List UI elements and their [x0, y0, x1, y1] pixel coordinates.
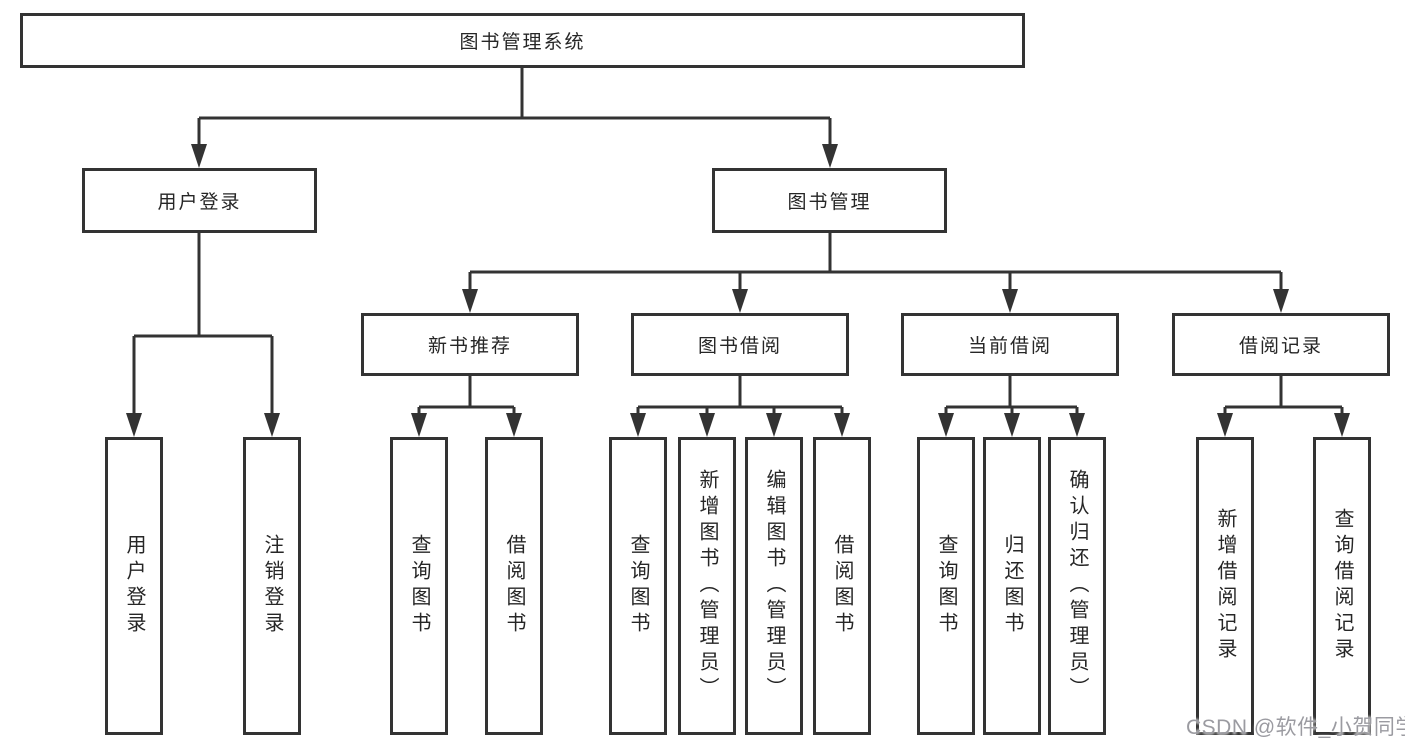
leaf-borrow-books-recommend: 借阅图书 [485, 437, 543, 735]
leaf-borrow-books-borrow-label: 借阅图书 [831, 534, 853, 638]
leaf-add-book-admin-label: 新增图书（管理员） [696, 469, 718, 703]
node-borrowing-records-label: 借阅记录 [1238, 336, 1323, 357]
leaf-query-borrow-record-label: 查询借阅记录 [1331, 508, 1353, 664]
leaf-logout: 注销登录 [243, 437, 301, 735]
node-root: 图书管理系统 [20, 13, 1025, 68]
node-current-borrowing-label: 当前借阅 [967, 336, 1052, 357]
node-current-borrowing: 当前借阅 [901, 313, 1119, 376]
leaf-query-books-borrow-label: 查询图书 [627, 534, 649, 638]
leaf-add-borrow-record-label: 新增借阅记录 [1214, 508, 1236, 664]
node-user-login: 用户登录 [82, 168, 317, 233]
leaf-query-borrow-record: 查询借阅记录 [1313, 437, 1371, 735]
leaf-user-login-label: 用户登录 [123, 534, 145, 638]
leaf-return-book: 归还图书 [983, 437, 1041, 735]
node-root-label: 图书管理系统 [459, 32, 586, 53]
node-book-borrowing: 图书借阅 [631, 313, 849, 376]
leaf-add-borrow-record: 新增借阅记录 [1196, 437, 1254, 735]
watermark: CSDN @软件_小贺同学 [1186, 716, 1405, 739]
node-borrowing-records: 借阅记录 [1172, 313, 1390, 376]
leaf-query-books-current: 查询图书 [917, 437, 975, 735]
leaf-confirm-return-admin-label: 确认归还（管理员） [1066, 469, 1088, 703]
node-new-book-recommend: 新书推荐 [361, 313, 579, 376]
leaf-query-books-recommend: 查询图书 [390, 437, 448, 735]
leaf-return-book-label: 归还图书 [1001, 534, 1023, 638]
connector-path [132, 68, 1344, 416]
node-book-borrowing-label: 图书借阅 [697, 336, 782, 357]
leaf-logout-label: 注销登录 [261, 534, 283, 638]
leaf-query-books-recommend-label: 查询图书 [408, 534, 430, 638]
node-book-management: 图书管理 [712, 168, 947, 233]
node-book-management-label: 图书管理 [787, 192, 872, 213]
leaf-borrow-books-recommend-label: 借阅图书 [503, 534, 525, 638]
node-user-login-label: 用户登录 [157, 192, 242, 213]
leaf-user-login: 用户登录 [105, 437, 163, 735]
leaf-add-book-admin: 新增图书（管理员） [678, 437, 736, 735]
leaf-edit-book-admin-label: 编辑图书（管理员） [763, 469, 785, 703]
leaf-query-books-current-label: 查询图书 [935, 534, 957, 638]
leaf-confirm-return-admin: 确认归还（管理员） [1048, 437, 1106, 735]
leaf-edit-book-admin: 编辑图书（管理员） [745, 437, 803, 735]
node-new-book-recommend-label: 新书推荐 [427, 336, 512, 357]
leaf-borrow-books-borrow: 借阅图书 [813, 437, 871, 735]
arrowheads [126, 144, 1350, 437]
leaf-query-books-borrow: 查询图书 [609, 437, 667, 735]
